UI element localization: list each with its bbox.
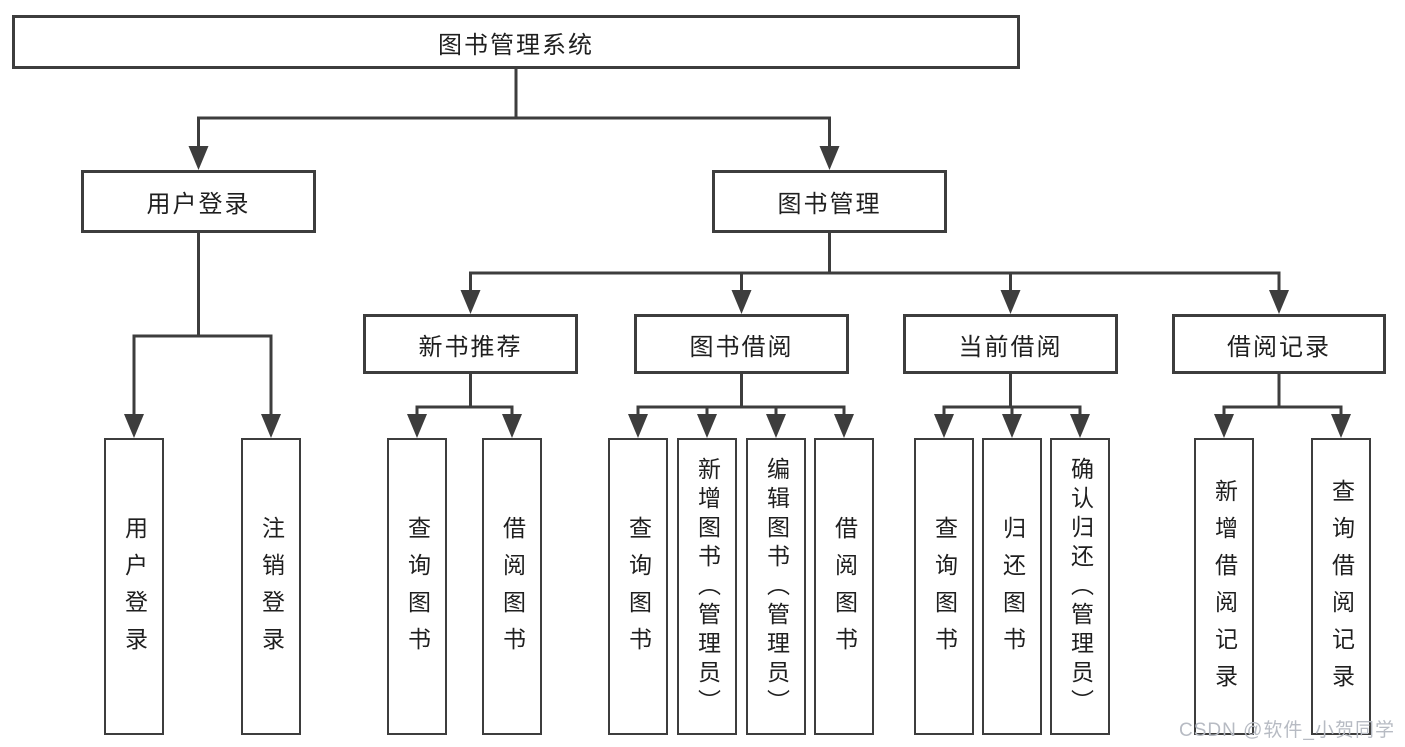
connector-currentborrow-to-leaves xyxy=(942,372,1082,418)
leaf-current-query-books: 查询图书 xyxy=(914,438,974,735)
leaf-user-login: 用户登录 xyxy=(104,438,164,735)
connector-userlogin-to-leaves xyxy=(132,231,273,418)
connector-recommend-to-leaves xyxy=(415,372,514,418)
node-current-borrow: 当前借阅 xyxy=(903,314,1118,374)
leaf-borrow-query-books: 查询图书 xyxy=(608,438,668,735)
node-book-management: 图书管理 xyxy=(712,170,947,233)
connector-records-to-leaves xyxy=(1222,372,1343,418)
leaf-return-books: 归还图书 xyxy=(982,438,1042,735)
connector-bookborrow-to-leaves xyxy=(636,372,846,418)
leaf-confirm-return-admin: 确认归还（管理员） xyxy=(1050,438,1110,735)
leaf-recommend-borrow-books: 借阅图书 xyxy=(482,438,542,735)
csdn-watermark: CSDN @软件_小贺同学 xyxy=(1179,720,1395,741)
leaf-logout: 注销登录 xyxy=(241,438,301,735)
leaf-add-borrow-record: 新增借阅记录 xyxy=(1194,438,1254,735)
leaf-edit-books-admin: 编辑图书（管理员） xyxy=(746,438,806,735)
leaf-borrow-borrow-books: 借阅图书 xyxy=(814,438,874,735)
node-new-book-recommend: 新书推荐 xyxy=(363,314,578,374)
node-user-login: 用户登录 xyxy=(81,170,316,233)
connector-root-to-level2 xyxy=(197,67,831,150)
leaf-add-books-admin: 新增图书（管理员） xyxy=(677,438,737,735)
leaf-recommend-query-books: 查询图书 xyxy=(387,438,447,735)
leaf-query-borrow-record: 查询借阅记录 xyxy=(1311,438,1371,735)
node-root: 图书管理系统 xyxy=(12,15,1020,69)
node-borrow-records: 借阅记录 xyxy=(1172,314,1386,374)
node-book-borrow: 图书借阅 xyxy=(634,314,849,374)
connector-bookmgmt-to-level3 xyxy=(469,231,1281,294)
arrowheads xyxy=(124,146,1351,438)
